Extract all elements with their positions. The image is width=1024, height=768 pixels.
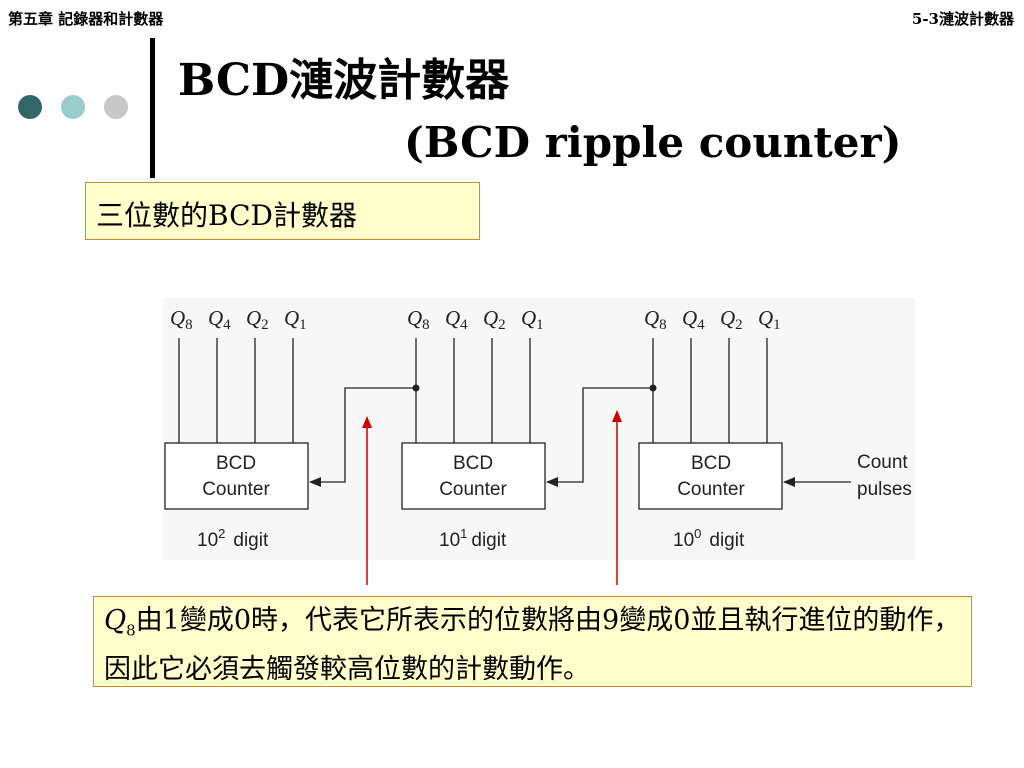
counter-label-line2: Counter (439, 479, 507, 500)
count-pulses-label-line2: pulses (857, 479, 912, 500)
explanation-text: 由1變成0時，代表它所表示的位數將由9變成0並且執行進位的動作，因此它必須去觸發… (104, 605, 961, 686)
counter-label-line2: Counter (202, 479, 270, 500)
counter-label-line2: Counter (677, 479, 745, 500)
output-label-q4: Q4 (208, 306, 231, 333)
title-divider (150, 38, 155, 178)
section-header: 5-3漣波計數器 (911, 10, 1014, 28)
q8-symbol: Q8 (104, 605, 136, 640)
output-label-q2: Q2 (246, 306, 269, 333)
output-label-q8: Q8 (644, 306, 667, 333)
decorative-dot-light (61, 95, 85, 119)
decorative-dot-gray (104, 95, 128, 119)
carry-wire-tens-to-hundreds (309, 387, 416, 487)
output-label-q1: Q1 (521, 306, 544, 333)
output-label-q8: Q8 (407, 306, 430, 333)
counter-label-line1: BCD (216, 453, 256, 474)
count-pulses-label-line1: Count (857, 452, 908, 473)
output-label-q2: Q2 (720, 306, 743, 333)
carry-wire-units-to-tens (546, 387, 653, 487)
output-label-q1: Q1 (758, 306, 781, 333)
output-label-q4: Q4 (445, 306, 468, 333)
slide-title: BCD漣波計數器 (178, 55, 510, 106)
counter-box-tens: BCD Counter (401, 442, 546, 510)
counter-box-hundreds: BCD Counter (164, 442, 309, 510)
caption-text: 三位數的BCD計數器 (96, 199, 357, 232)
chapter-header: 第五章 記錄器和計數器 (8, 10, 164, 28)
counter-label-line1: BCD (691, 453, 731, 474)
output-label-q2: Q2 (483, 306, 506, 333)
explanation-box: Q8由1變成0時，代表它所表示的位數將由9變成0並且執行進位的動作，因此它必須去… (93, 596, 972, 687)
output-label-q8: Q8 (170, 306, 193, 333)
output-label-q1: Q1 (284, 306, 307, 333)
counter-box-units: BCD Counter (638, 442, 783, 510)
counter-label-line1: BCD (453, 453, 493, 474)
output-label-q4: Q4 (682, 306, 705, 333)
slide-subtitle: (BCD ripple counter) (404, 118, 902, 167)
decorative-dot-dark (18, 95, 42, 119)
caption-box: 三位數的BCD計數器 (85, 182, 480, 240)
